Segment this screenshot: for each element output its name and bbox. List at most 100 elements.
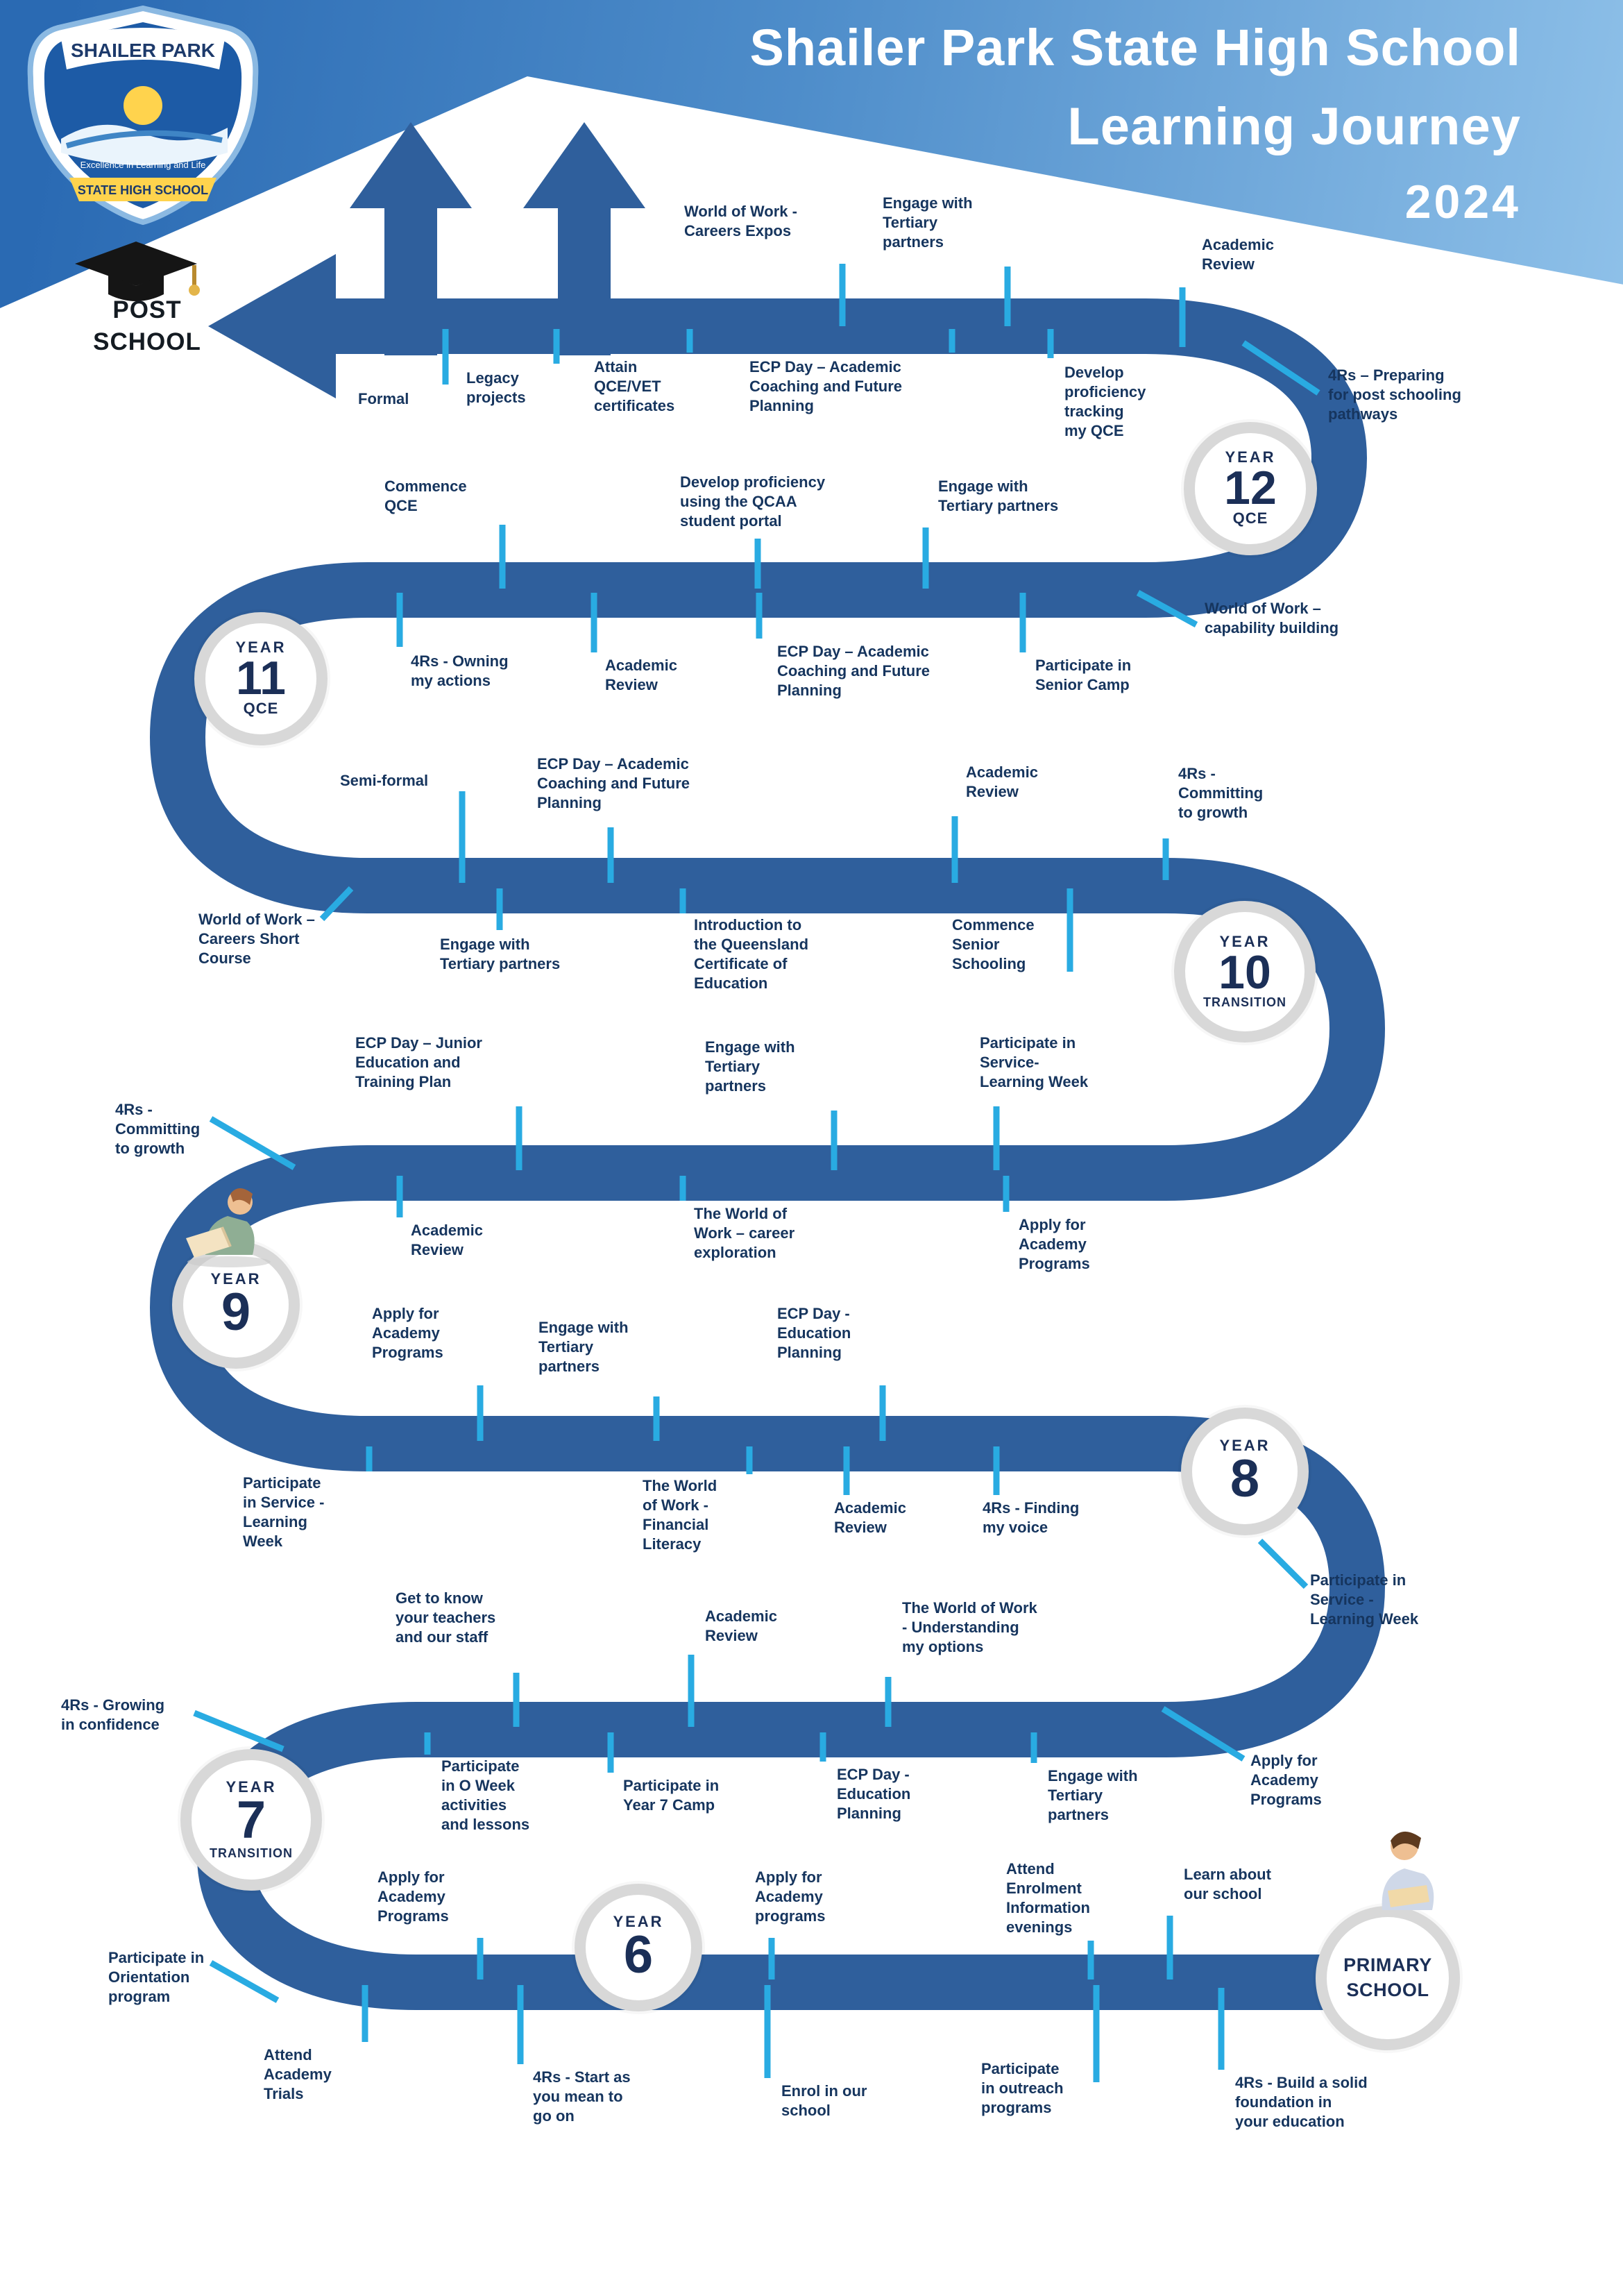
- milestone-label: 4Rs - Committing to growth: [1178, 766, 1264, 822]
- year-number: 6: [623, 1926, 654, 1985]
- milestone-label: Engage with Tertiary partners: [883, 196, 973, 252]
- milestone-label: World of Work – Careers Short Course: [198, 912, 315, 968]
- milestone-label: Attend Academy Trials: [264, 2048, 332, 2104]
- milestone-label: Engage with Tertiary partners: [538, 1320, 629, 1376]
- milestone-tick: [209, 1116, 296, 1170]
- milestone-label: Participate in outreach programs: [981, 2061, 1064, 2118]
- primary-school-circle: PRIMARY SCHOOL: [1316, 1906, 1460, 2050]
- school-name: Shailer Park State High School: [749, 19, 1521, 76]
- crest-school-name: SHAILER PARK: [71, 40, 215, 61]
- milestone-label: Commence QCE: [384, 479, 467, 516]
- post-school-arrow-icon: [208, 254, 336, 398]
- milestone-label: Academic Review: [705, 1609, 777, 1646]
- milestone-label: Academic Review: [411, 1223, 483, 1260]
- year-number: 9: [221, 1283, 251, 1342]
- milestone-label: Apply for Academy Programs: [372, 1306, 443, 1362]
- milestone-label: Academic Review: [605, 658, 677, 695]
- milestone-label: ECP Day – Academic Coaching and Future P…: [777, 644, 930, 700]
- year-word: YEAR: [210, 1271, 262, 1288]
- milestone-label: World of Work - Careers Expos: [684, 204, 797, 241]
- year-word: YEAR: [226, 1779, 277, 1796]
- milestone-label: Participate in Orientation program: [108, 1950, 205, 2007]
- milestone-label: ECP Day - Education Planning: [777, 1306, 851, 1362]
- year-number: 7: [236, 1791, 266, 1850]
- milestone-label: Commence Senior Schooling: [952, 918, 1035, 974]
- year-sub-label: QCE: [1232, 511, 1268, 528]
- milestone-label: Get to know your teachers and our staff: [396, 1591, 496, 1647]
- milestone-label: Apply for Academy programs: [755, 1870, 826, 1926]
- milestone-label: Engage with Tertiary partners: [440, 937, 561, 974]
- school-crest-logo: SHAILER PARK Excellence in Learning and …: [27, 6, 259, 225]
- post-school-label: POST SCHOOL: [67, 294, 228, 357]
- crest-sun-icon: [124, 86, 162, 125]
- milestone-label: Engage with Tertiary partners: [705, 1040, 795, 1096]
- milestone-label: ECP Day – Academic Coaching and Future P…: [749, 360, 902, 416]
- year-sub-label: TRANSITION: [210, 1846, 293, 1861]
- milestone-label: Legacy projects: [466, 371, 526, 407]
- page-title: Learning Journey: [1067, 99, 1521, 157]
- year-number: 10: [1218, 946, 1271, 999]
- milestone-tick: [1257, 1538, 1309, 1589]
- milestone-label: Enrol in our school: [781, 2084, 867, 2120]
- milestone-label: The World of Work - Financial Literacy: [643, 1478, 717, 1554]
- milestone-label: 4Rs - Owning my actions: [411, 654, 509, 691]
- milestone-label: Participate in Year 7 Camp: [623, 1778, 720, 1815]
- milestone-label: ECP Day – Junior Education and Training …: [355, 1036, 482, 1092]
- graduation-cap-icon: [75, 242, 200, 301]
- milestone-label: Attend Enrolment Information evenings: [1006, 1862, 1090, 1937]
- milestone-label: Semi-formal: [340, 773, 429, 790]
- year-word: YEAR: [235, 639, 287, 657]
- milestone-label: Apply for Academy Programs: [1019, 1217, 1090, 1274]
- milestone-label: Participate in Service- Learning Week: [980, 1036, 1089, 1092]
- milestone-ticks-layer: [193, 264, 1320, 2082]
- milestone-label: World of Work – capability building: [1205, 601, 1339, 638]
- crest-motto: Excellence in Learning and Life: [80, 160, 206, 170]
- year-word: YEAR: [1219, 1437, 1271, 1455]
- milestone-label: The World of Work - Understanding my opt…: [902, 1601, 1037, 1657]
- milestone-label: The World of Work – career exploration: [694, 1206, 795, 1263]
- milestone-label: 4Rs – Preparing for post schooling pathw…: [1328, 368, 1461, 424]
- year-label: 2024: [1404, 176, 1521, 229]
- primary-school-text: SCHOOL: [1346, 1980, 1429, 2000]
- reading-child-illustration: [1382, 1831, 1434, 1910]
- milestone-tick: [319, 886, 354, 922]
- milestone-label: 4Rs - Build a solid foundation in your e…: [1235, 2075, 1368, 2132]
- reading-child-illustration: [186, 1188, 271, 1267]
- milestone-label: Academic Review: [1202, 237, 1274, 274]
- milestone-label: Develop proficiency using the QCAA stude…: [680, 475, 826, 531]
- milestone-label: ECP Day - Education Planning: [837, 1767, 911, 1823]
- crest-name-band: [61, 28, 225, 69]
- milestone-label: ECP Day – Academic Coaching and Future P…: [537, 757, 690, 813]
- milestone-label: 4Rs - Committing to growth: [115, 1102, 201, 1158]
- primary-school-text: PRIMARY: [1343, 1955, 1432, 1976]
- milestone-tick: [1161, 1706, 1246, 1762]
- milestone-label: Formal: [358, 391, 409, 408]
- milestone-label: Participate in Service - Learning Week: [243, 1476, 325, 1551]
- post-school-line1: POST: [112, 296, 182, 323]
- year-word: YEAR: [1225, 449, 1276, 466]
- crest-swoosh: [65, 130, 223, 149]
- milestone-label: Introduction to the Queensland Certifica…: [694, 918, 809, 993]
- crest-ribbon: [69, 178, 216, 201]
- milestone-label: Develop proficiency tracking my QCE: [1064, 365, 1146, 441]
- milestone-label: Engage with Tertiary partners: [938, 479, 1059, 516]
- up-arrow-right-icon: [523, 122, 645, 355]
- milestone-tick: [1136, 590, 1198, 627]
- milestone-label: Participate in Senior Camp: [1035, 658, 1132, 695]
- milestone-tick: [193, 1710, 284, 1753]
- milestone-label: Apply for Academy Programs: [1250, 1753, 1322, 1809]
- milestone-label: 4Rs - Start as you mean to go on: [533, 2070, 631, 2126]
- milestone-label: 4Rs - Finding my voice: [983, 1501, 1080, 1537]
- up-arrow-left-icon: [350, 122, 472, 355]
- milestone-label: 4Rs - Growing in confidence: [61, 1698, 165, 1734]
- year-word: YEAR: [613, 1914, 664, 1931]
- year-word: YEAR: [1219, 934, 1271, 951]
- year-number: 12: [1224, 462, 1277, 515]
- milestone-tick: [209, 1960, 280, 2003]
